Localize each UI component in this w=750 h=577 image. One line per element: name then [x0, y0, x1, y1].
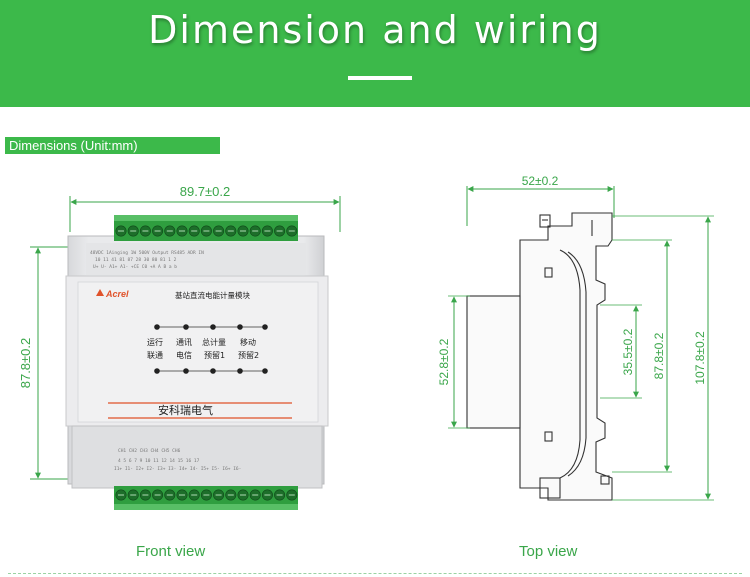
bottom-channel-header: CH1 CH2 CH3 CH4 CH5 CH6	[118, 448, 181, 454]
front-width-label: 89.7±0.2	[180, 184, 231, 199]
top-view-device	[466, 186, 615, 501]
led-label-reserve2: 预留2	[238, 350, 259, 360]
product-title: 基站直流电能计量模块	[175, 290, 250, 300]
bottom-terminal-numbers: 4 5 6 7 9 10 11 12 14 15 16 17	[118, 458, 200, 464]
led-label-unicom: 联通	[147, 350, 163, 360]
header-banner: Dimension and wiring	[0, 0, 750, 107]
section-label: Dimensions (Unit:mm)	[5, 137, 220, 154]
bottom-terminal-screws	[115, 489, 298, 501]
led-label-mobile: 移动	[240, 337, 256, 347]
top-view-caption: Top view	[519, 543, 578, 560]
top-view-extension-lines	[448, 215, 714, 501]
bottom-divider	[8, 573, 742, 574]
top-terminal-header: 48VDC 1Ainging 1W 500V Output RS485 ADR …	[90, 250, 204, 256]
dim-35-5-label: 35.5±0.2	[621, 328, 635, 375]
led-label-run: 运行	[147, 337, 163, 347]
maker-name: 安科瑞电气	[158, 403, 213, 417]
led-panel	[154, 324, 268, 374]
top-terminal-screws	[115, 225, 298, 237]
top-terminal-signs: U+ U- A1+ A1- +CE C0 +A A B a b	[93, 264, 177, 270]
top-terminal-numbers: 10 11 41 81 87 28 30 80 81 1 2	[95, 257, 177, 263]
front-view-caption: Front view	[136, 543, 206, 560]
dim-87-8-label: 87.8±0.2	[652, 332, 666, 379]
front-view-device	[30, 196, 341, 510]
led-label-telecom: 电信	[176, 350, 192, 360]
led-label-total: 总计量	[202, 337, 226, 347]
brand-name: Acrel	[105, 289, 129, 299]
led-label-comm: 通讯	[176, 337, 192, 347]
front-height-label: 87.8±0.2	[18, 338, 33, 389]
title-underline	[348, 76, 412, 80]
dim-52-8-label: 52.8±0.2	[437, 338, 451, 385]
dim-107-8-label: 107.8±0.2	[693, 331, 707, 385]
page-title: Dimension and wiring	[148, 8, 602, 52]
top-width-label: 52±0.2	[522, 174, 559, 188]
led-label-reserve1: 预留1	[204, 350, 225, 360]
bottom-terminal-signs: I1+ I1- I2+ I2- I3+ I3- I4+ I4- I5+ I5- …	[114, 466, 241, 472]
brand-logo: Acrel	[96, 289, 129, 299]
